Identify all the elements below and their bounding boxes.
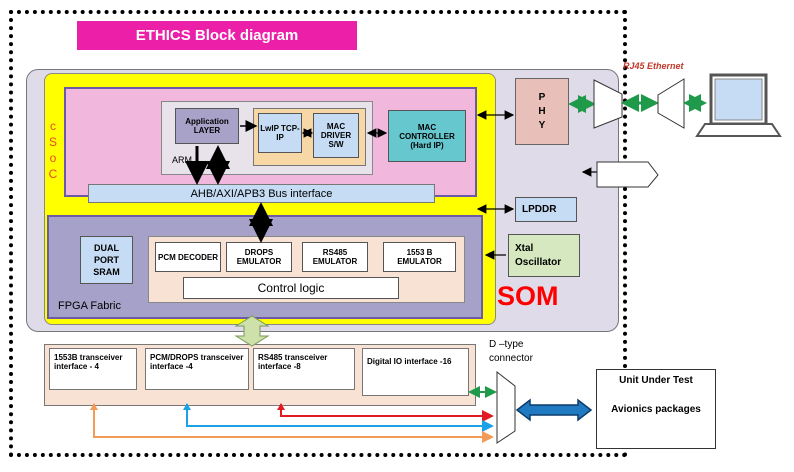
- dual-port-sram-block: DUAL PORT SRAM: [80, 236, 133, 284]
- sd-card-label: SD card: [605, 169, 640, 179]
- phy-block: P H Y: [515, 78, 569, 145]
- 1553b-emulator-block: 1553 B EMULATOR: [383, 242, 456, 272]
- digital-io-interface: Digital IO interface -16: [362, 348, 469, 396]
- pcm-decoder-block: PCM DECODER: [155, 242, 221, 272]
- transceiver-1553b: 1553B transceiver interface - 4: [49, 348, 137, 390]
- outer-dotted-border: [9, 10, 627, 457]
- unit-under-test-title: Unit Under Test: [619, 375, 693, 386]
- application-layer-block: Application LAYER: [175, 108, 239, 144]
- lwip-tcpip-block: LwIP TCP-IP: [258, 113, 302, 153]
- arm-label: ARM: [172, 155, 192, 165]
- rj45-connector-right: [657, 78, 685, 129]
- bus-interface: AHB/AXI/APB3 Bus interface: [88, 184, 435, 203]
- drops-emulator-block: DROPS EMULATOR: [226, 242, 292, 272]
- fpga-fabric-label: FPGA Fabric: [58, 300, 121, 312]
- xtal-oscillator-block: Xtal Oscillator: [508, 234, 580, 277]
- transceiver-pcm-drops: PCM/DROPS transceiver interface -4: [145, 348, 249, 390]
- mac-driver-block: MAC DRIVER S/W: [313, 113, 359, 158]
- csoc-label: c S o C: [48, 119, 58, 181]
- control-logic-block: Control logic: [183, 277, 399, 299]
- som-label: SOM: [497, 281, 559, 311]
- lpddr-block: LPDDR: [515, 197, 577, 222]
- d-type-connector-label: D –type connector: [489, 339, 533, 364]
- transceiver-rs485: RS485 transceiver interface -8: [253, 348, 355, 390]
- diagram-title: ETHICS Block diagram: [77, 21, 357, 50]
- mac-controller-block: MAC CONTROLLER (Hard IP): [388, 110, 466, 162]
- checkout-pc-label: Checkout PC: [724, 82, 758, 101]
- rj45-ethernet-label: RJ45 Ethernet: [623, 61, 684, 71]
- avionics-packages-label: Avionics packages: [611, 404, 701, 415]
- unit-under-test-block: [596, 369, 716, 449]
- rs485-emulator-block: RS485 EMULATOR: [302, 242, 368, 272]
